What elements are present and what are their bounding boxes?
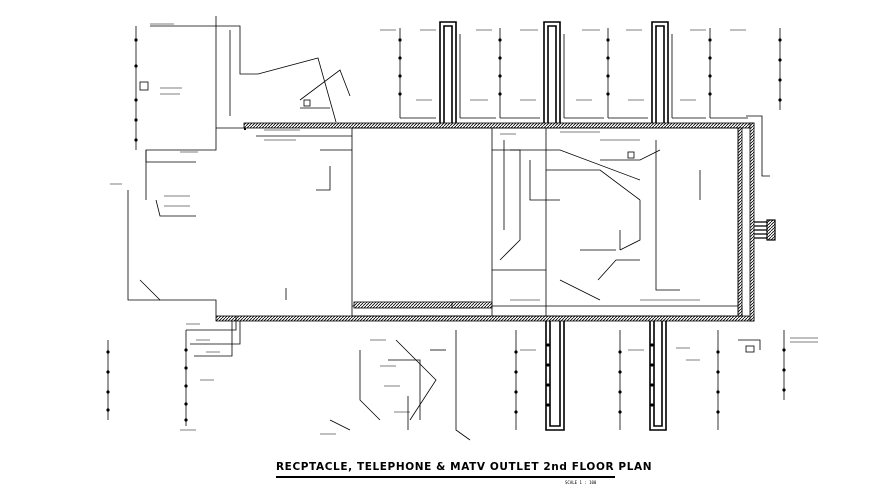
building-walls — [215, 122, 755, 322]
junction-boxes — [139, 81, 755, 353]
scale-note: SCALE 1 : 100 — [565, 480, 597, 485]
top-risers — [439, 21, 669, 123]
plan-title: RECPTACLE, TELEPHONE & MATV OUTLET 2nd F… — [276, 461, 653, 473]
wiring-runs-bottom — [329, 330, 761, 441]
top-receptacle-columns — [135, 26, 781, 150]
wiring-runs-left — [127, 16, 352, 316]
annotation-ticks — [110, 23, 818, 435]
wiring-runs-center — [492, 115, 770, 301]
right-entry-stub — [754, 219, 776, 241]
receptacle-outlets-top — [134, 38, 782, 142]
bottom-receptacle-columns — [107, 316, 785, 430]
bottom-risers — [545, 321, 667, 431]
interior-partitions — [351, 127, 739, 317]
title-underline — [276, 476, 615, 478]
receptacle-outlets-bottom — [106, 343, 786, 422]
